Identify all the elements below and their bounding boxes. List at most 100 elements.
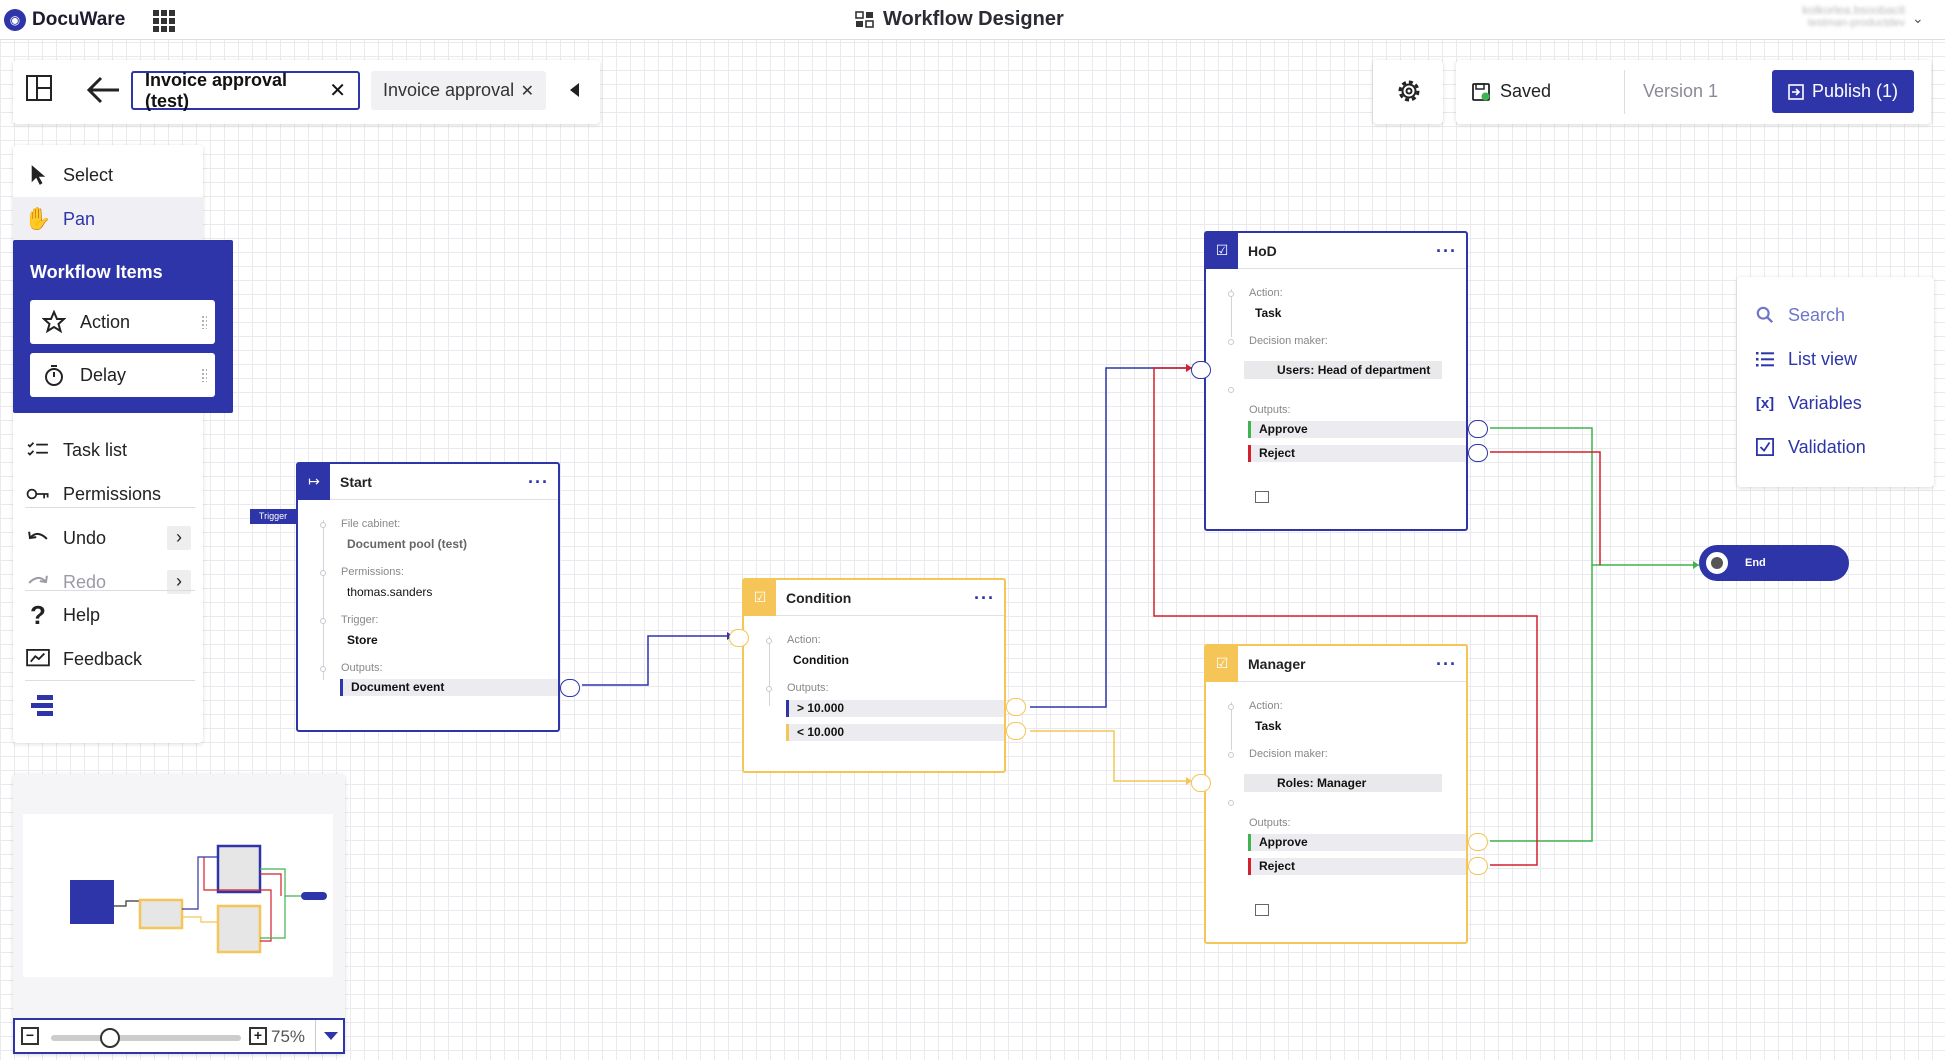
key-icon bbox=[25, 481, 51, 507]
search-icon bbox=[1754, 304, 1776, 326]
publish-icon bbox=[1788, 83, 1804, 100]
outputs-label: Outputs: bbox=[341, 662, 383, 674]
chevron-down-icon bbox=[324, 1032, 338, 1040]
input-port[interactable] bbox=[729, 629, 749, 647]
feedback-icon bbox=[25, 646, 51, 672]
zoom-out-button[interactable]: − bbox=[21, 1027, 39, 1045]
node-title: Manager bbox=[1248, 655, 1306, 672]
save-status[interactable]: Saved bbox=[1471, 81, 1551, 102]
decision-maker-value: Users: Head of department bbox=[1244, 361, 1442, 379]
back-arrow-icon[interactable] bbox=[73, 70, 133, 110]
input-port[interactable] bbox=[1191, 774, 1211, 792]
outputs-label: Outputs: bbox=[1249, 404, 1291, 416]
collapse-toolbar-icon[interactable] bbox=[29, 693, 55, 724]
file-cabinet-label: File cabinet: bbox=[341, 518, 401, 530]
chevron-down-icon[interactable]: ⌄ bbox=[1912, 10, 1924, 26]
output-port[interactable] bbox=[1468, 420, 1488, 438]
more-options-icon[interactable]: ··· bbox=[1436, 241, 1457, 261]
layout-panel-icon[interactable] bbox=[25, 74, 53, 102]
divider bbox=[25, 680, 195, 681]
condition-node[interactable]: ☑ Condition ··· Action: Condition Output… bbox=[729, 578, 1026, 773]
side-variables[interactable]: [x] Variables bbox=[1754, 392, 1862, 414]
gear-icon[interactable] bbox=[1395, 77, 1423, 105]
node-header: ☑ HoD ··· bbox=[1206, 232, 1466, 269]
tool-permissions[interactable]: Permissions bbox=[13, 472, 203, 516]
manager-node[interactable]: ☑ Manager ··· Action: Task Decision make… bbox=[1191, 644, 1488, 944]
workflow-items-panel: Workflow Items Action Delay bbox=[13, 240, 233, 413]
version-label[interactable]: Version 1 bbox=[1643, 81, 1719, 101]
output-less-10000: < 10.000 bbox=[786, 724, 1004, 741]
end-label: End bbox=[1745, 557, 1766, 569]
drag-handle-icon[interactable] bbox=[201, 315, 207, 329]
connector-start-condition bbox=[582, 635, 727, 686]
output-port[interactable] bbox=[1468, 833, 1488, 851]
tool-help[interactable]: ? Help bbox=[13, 593, 203, 637]
outputs-label: Outputs: bbox=[787, 682, 829, 694]
workflow-designer-icon bbox=[855, 10, 874, 28]
user-organization: testman-productdev bbox=[1807, 17, 1905, 29]
output-port[interactable] bbox=[1468, 444, 1488, 462]
output-port[interactable] bbox=[1468, 857, 1488, 875]
side-search[interactable]: Search bbox=[1754, 304, 1845, 326]
side-list-view[interactable]: List view bbox=[1754, 348, 1857, 370]
output-reject: Reject bbox=[1248, 445, 1466, 462]
tool-pan[interactable]: ✋ Pan bbox=[13, 197, 203, 241]
undo-history-chevron-icon[interactable]: › bbox=[167, 526, 191, 550]
tab-invoice-approval[interactable]: Invoice approval ✕ bbox=[371, 71, 546, 110]
redo-icon bbox=[25, 569, 51, 595]
more-options-icon[interactable]: ··· bbox=[974, 588, 995, 608]
hod-node[interactable]: ☑ HoD ··· Action: Task Decision maker: U… bbox=[1191, 231, 1488, 531]
minimap[interactable] bbox=[23, 814, 333, 977]
action-label: Action: bbox=[787, 634, 821, 646]
stopwatch-icon bbox=[45, 365, 63, 386]
workflow-item-action[interactable]: Action bbox=[30, 300, 215, 344]
tool-redo[interactable]: Redo › bbox=[13, 560, 203, 604]
tool-feedback[interactable]: Feedback bbox=[13, 637, 203, 681]
close-tab-icon[interactable]: ✕ bbox=[520, 82, 534, 100]
output-port[interactable] bbox=[560, 679, 580, 697]
zoom-slider-handle[interactable] bbox=[100, 1028, 120, 1048]
app-grid-icon[interactable] bbox=[153, 10, 175, 32]
tab-label: Invoice approval (test) bbox=[145, 69, 288, 111]
output-port[interactable] bbox=[1006, 722, 1026, 740]
tool-task-list-label: Task list bbox=[63, 439, 128, 460]
more-options-icon[interactable]: ··· bbox=[1436, 654, 1457, 674]
zoom-slider[interactable] bbox=[51, 1028, 241, 1048]
file-cabinet-value: Document pool (test) bbox=[347, 537, 467, 551]
user-menu[interactable]: kolkorlea.bsoobacit testman-productdev bbox=[1760, 3, 1905, 29]
start-node[interactable]: ↦ Start ··· File cabinet: Document pool … bbox=[296, 462, 580, 732]
divider bbox=[25, 590, 195, 591]
more-options-icon[interactable]: ··· bbox=[528, 472, 549, 492]
app-title: Workflow Designer bbox=[855, 8, 1064, 31]
zoom-in-button[interactable]: + bbox=[249, 1027, 267, 1045]
end-node[interactable]: End bbox=[1699, 545, 1849, 581]
publish-label: Publish (1) bbox=[1811, 81, 1899, 101]
close-tab-icon[interactable]: ✕ bbox=[329, 80, 346, 102]
start-icon: ↦ bbox=[298, 463, 330, 500]
node-title: Condition bbox=[786, 589, 852, 606]
outputs-label: Outputs: bbox=[1249, 817, 1291, 829]
output-port[interactable] bbox=[1006, 698, 1026, 716]
side-validation[interactable]: Validation bbox=[1754, 436, 1866, 458]
action-label: Action: bbox=[1249, 287, 1283, 299]
drag-handle-icon[interactable] bbox=[201, 368, 207, 382]
node-body: Action: Condition Outputs: > 10.000 < 10… bbox=[744, 618, 1004, 771]
workflow-item-delay[interactable]: Delay bbox=[30, 353, 215, 397]
input-port[interactable] bbox=[1191, 361, 1211, 379]
condition-icon: ☑ bbox=[744, 579, 776, 616]
collapse-left-icon[interactable] bbox=[565, 80, 585, 100]
action-value: Condition bbox=[793, 653, 849, 667]
action-label: Action: bbox=[1249, 700, 1283, 712]
tool-select[interactable]: Select bbox=[13, 153, 203, 197]
docuware-logo[interactable]: ◉ DocuWare bbox=[4, 9, 125, 31]
task-icon: ☑ bbox=[1206, 645, 1238, 682]
zoom-dropdown[interactable] bbox=[315, 1020, 345, 1052]
publish-button[interactable]: Publish (1) bbox=[1772, 70, 1914, 113]
tab-invoice-approval-test[interactable]: Invoice approval (test) ✕ bbox=[131, 69, 360, 111]
connector-hod-reject-end bbox=[1490, 451, 1601, 565]
tool-task-list[interactable]: Task list bbox=[13, 428, 203, 472]
tool-undo[interactable]: Undo › bbox=[13, 516, 203, 560]
envelope-icon bbox=[1255, 491, 1269, 503]
workflow-items-title: Workflow Items bbox=[30, 262, 163, 282]
node-header: ☑ Manager ··· bbox=[1206, 645, 1466, 682]
